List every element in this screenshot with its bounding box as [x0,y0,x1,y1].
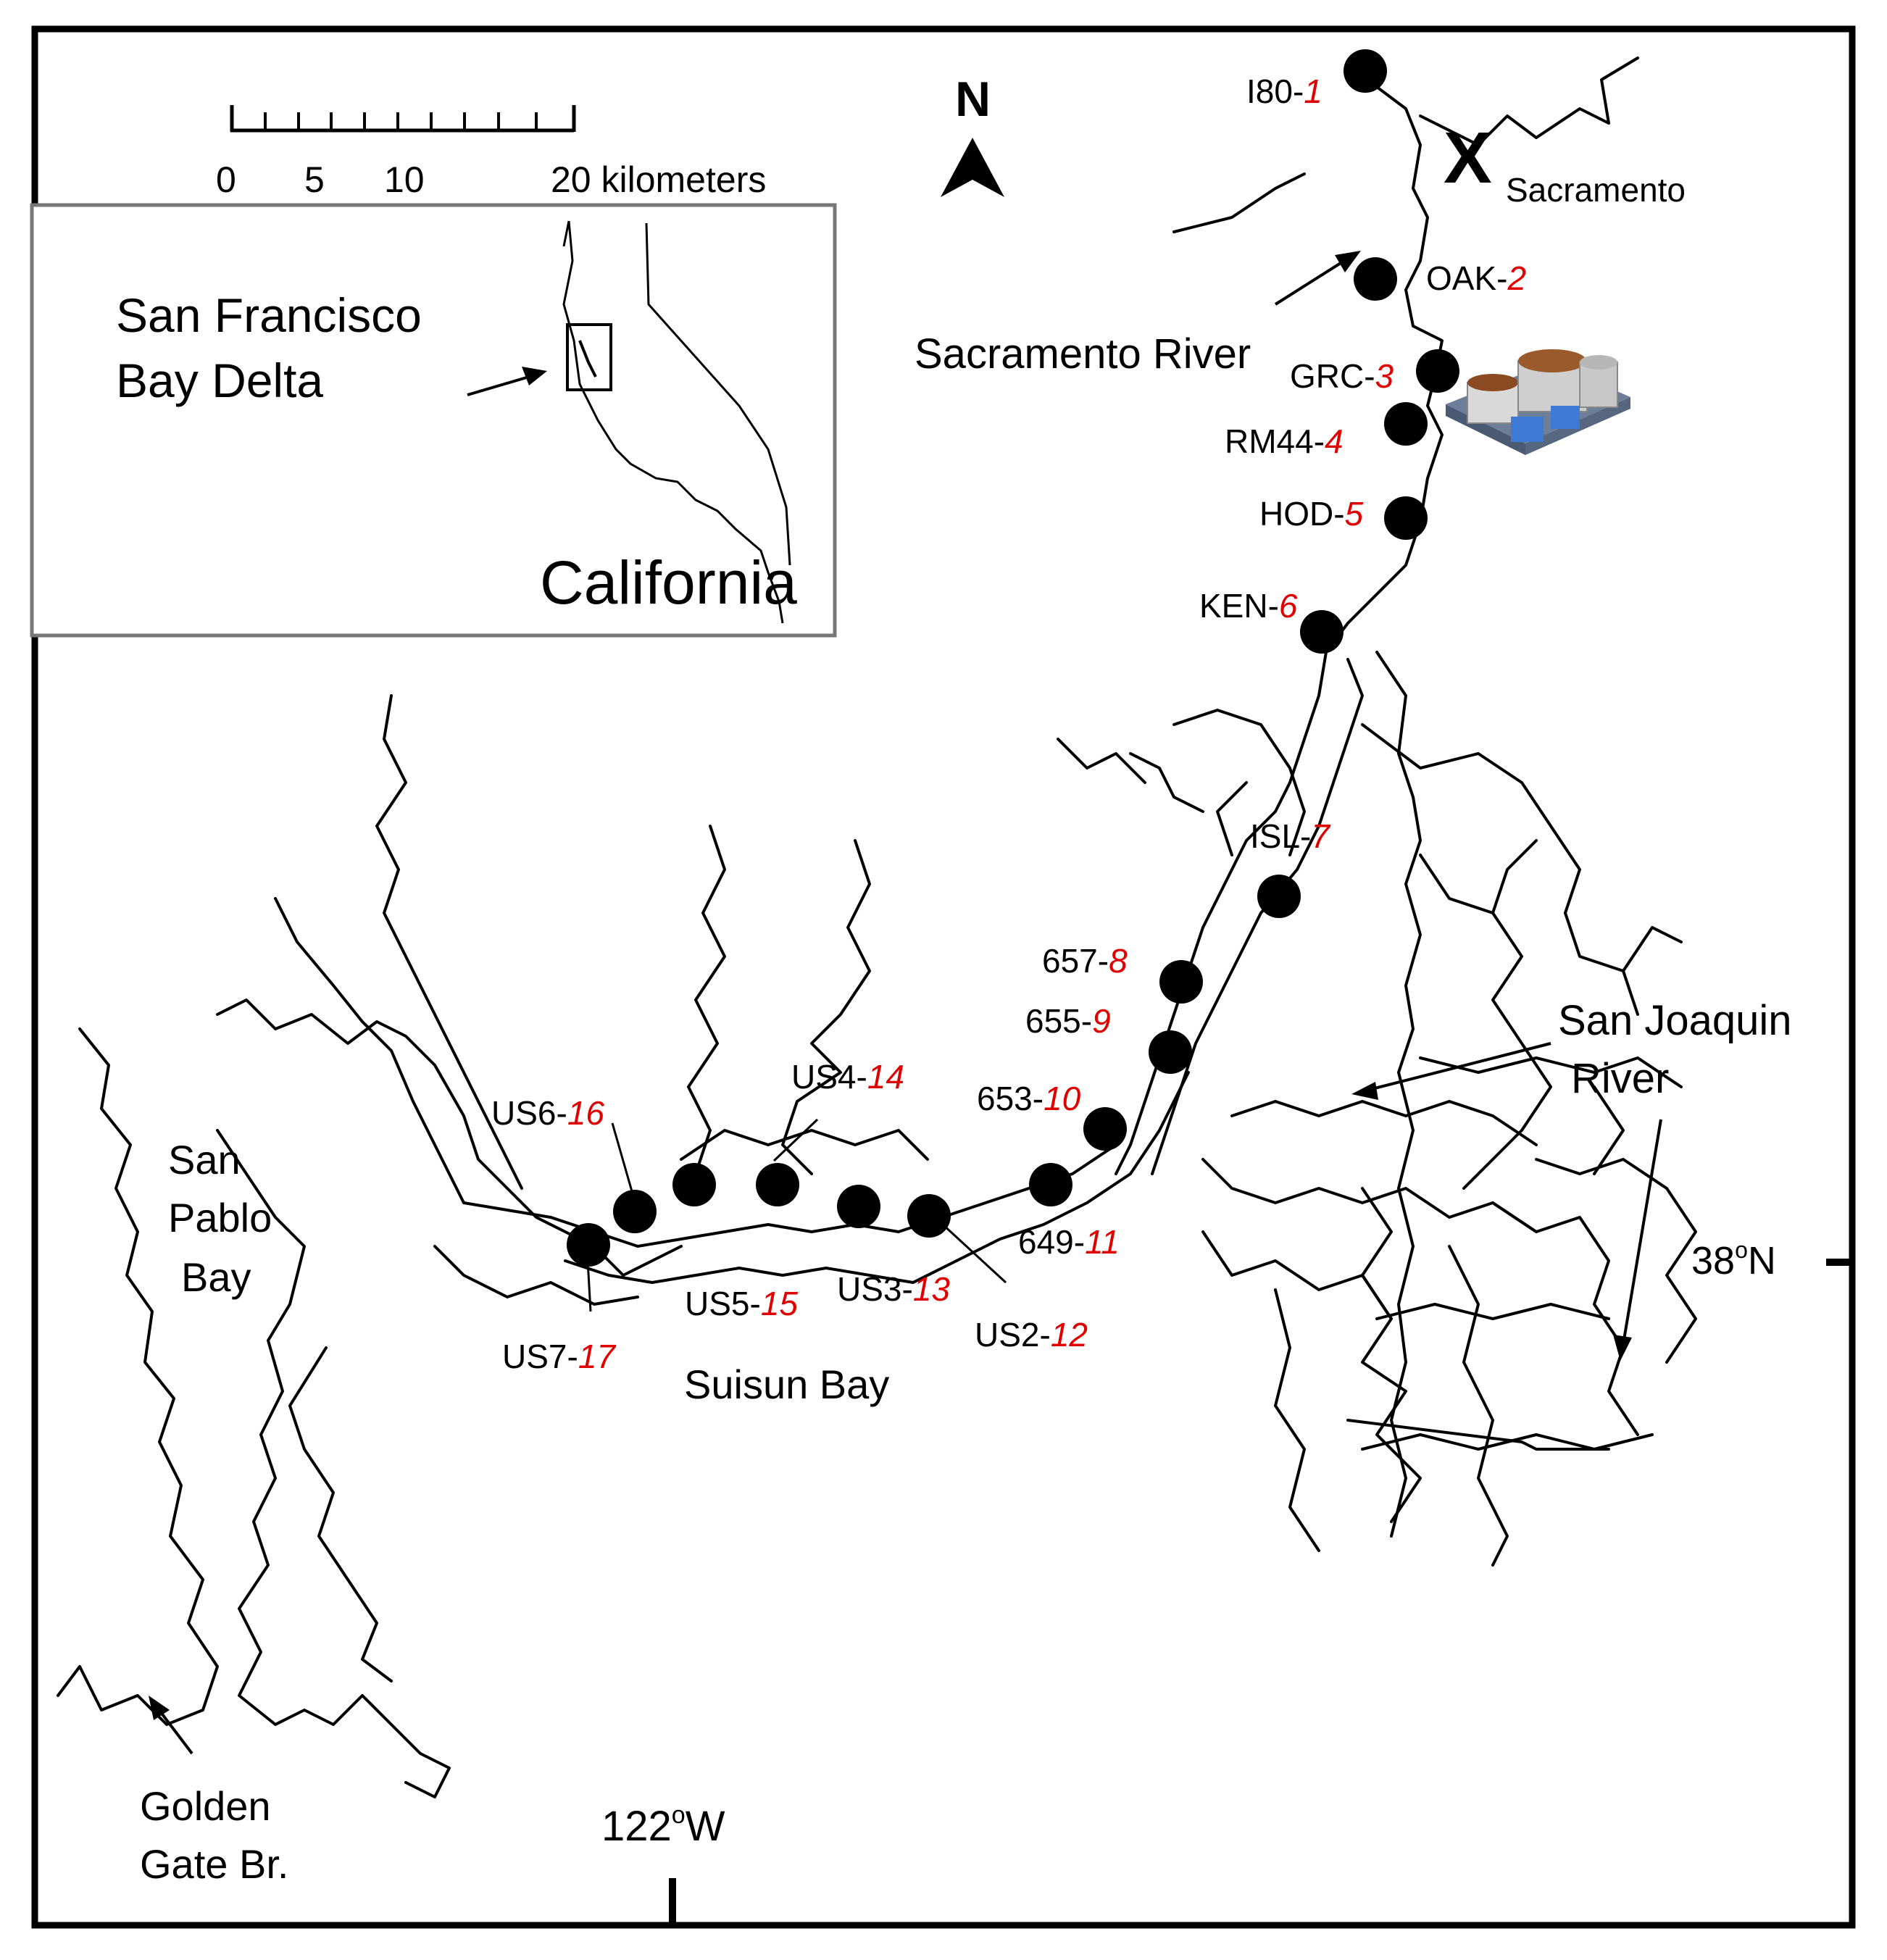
scale-label-20: 20 kilometers [551,159,766,200]
latitude-label: 38oN [1691,1237,1776,1283]
inset-delta-mark [578,340,597,378]
svg-text:US6-16: US6-16 [491,1094,604,1132]
svg-text:US4-14: US4-14 [791,1058,904,1096]
inset-title-2: Bay Delta [116,354,323,407]
wastewater-plant-icon [1446,349,1630,455]
sacramento-label: Sacramento [1506,171,1686,209]
station-2: OAK-2 [1354,257,1526,301]
station-16: US6-16 [491,1094,657,1233]
svg-text:US2-12: US2-12 [975,1316,1088,1354]
svg-text:657-8: 657-8 [1042,942,1128,980]
golden-gate-arrow [157,1707,193,1755]
sampling-stations: I80-1 OAK-2 GRC-3 RM44-4 HOD-5 KEN-6 ISL… [491,49,1526,1375]
sacramento-x-marker: X [1444,117,1492,199]
svg-text:GRC-3: GRC-3 [1290,357,1394,395]
golden-gate-label-2: Gate Br. [140,1841,288,1887]
svg-text:ISL-7: ISL-7 [1250,817,1330,855]
station-13: US3-13 [837,1185,950,1308]
station-4: RM44-4 [1225,402,1428,460]
svg-text:US7-17: US7-17 [502,1338,616,1375]
golden-gate-label-1: Golden [140,1783,271,1829]
inset-border [30,203,837,638]
station-17: US7-17 [502,1223,616,1375]
svg-text:US5-15: US5-15 [685,1285,798,1322]
scale-label-5: 5 [304,159,325,200]
svg-text:653-10: 653-10 [977,1080,1081,1117]
san-pablo-label-2: Pablo [168,1195,272,1240]
svg-text:HOD-5: HOD-5 [1259,495,1364,533]
inset-arrow-head [522,367,547,385]
station-10: 653-10 [977,1080,1127,1151]
san-joaquin-label-1: San Joaquin [1558,997,1791,1044]
inset-title-1: San Francisco [116,288,422,342]
north-arrow-icon: N [941,72,1004,197]
longitude-label: 122oW [601,1801,725,1850]
scale-label-10: 10 [384,159,425,200]
station-6: KEN-6 [1199,587,1344,654]
california-outline [562,220,791,624]
station-15: US5-15 [672,1163,798,1322]
station-3: GRC-3 [1290,349,1459,395]
station-9: 655-9 [1025,1002,1192,1074]
sj-arrow-1 [1365,1042,1551,1092]
inset-map: San Francisco Bay Delta California [30,203,837,638]
svg-text:KEN-6: KEN-6 [1199,587,1298,625]
svg-text:655-9: 655-9 [1025,1002,1111,1040]
map-frame [31,25,1856,1929]
sacramento-river-label: Sacramento River [915,330,1251,378]
svg-text:OAK-2: OAK-2 [1426,259,1526,297]
station-8: 657-8 [1042,942,1203,1004]
suisun-bay-label: Suisun Bay [684,1361,889,1407]
inset-locator-box [566,323,612,391]
svg-text:649-11: 649-11 [1018,1223,1120,1261]
sac-river-arrow [1274,258,1348,306]
north-label: N [955,72,991,127]
inset-arrow [467,375,530,396]
svg-text:RM44-4: RM44-4 [1225,422,1344,460]
sj-arrow-2 [1622,1119,1662,1345]
station-12: US2-12 [907,1194,1088,1354]
station-1: I80-1 [1246,49,1387,110]
svg-text:I80-1: I80-1 [1246,72,1322,110]
inset-california-label: California [540,549,797,617]
station-7: ISL-7 [1250,817,1330,918]
san-pablo-label-3: Bay [181,1254,251,1300]
station-5: HOD-5 [1259,495,1428,540]
scale-label-0: 0 [216,159,236,200]
svg-text:US3-13: US3-13 [837,1270,950,1308]
san-joaquin-label-2: River [1571,1055,1669,1102]
station-14: US4-14 [756,1058,904,1206]
scale-bar: 0 5 10 20 kilometers [216,105,766,200]
station-11: 649-11 [1018,1163,1120,1261]
san-pablo-label-1: San [168,1137,241,1183]
